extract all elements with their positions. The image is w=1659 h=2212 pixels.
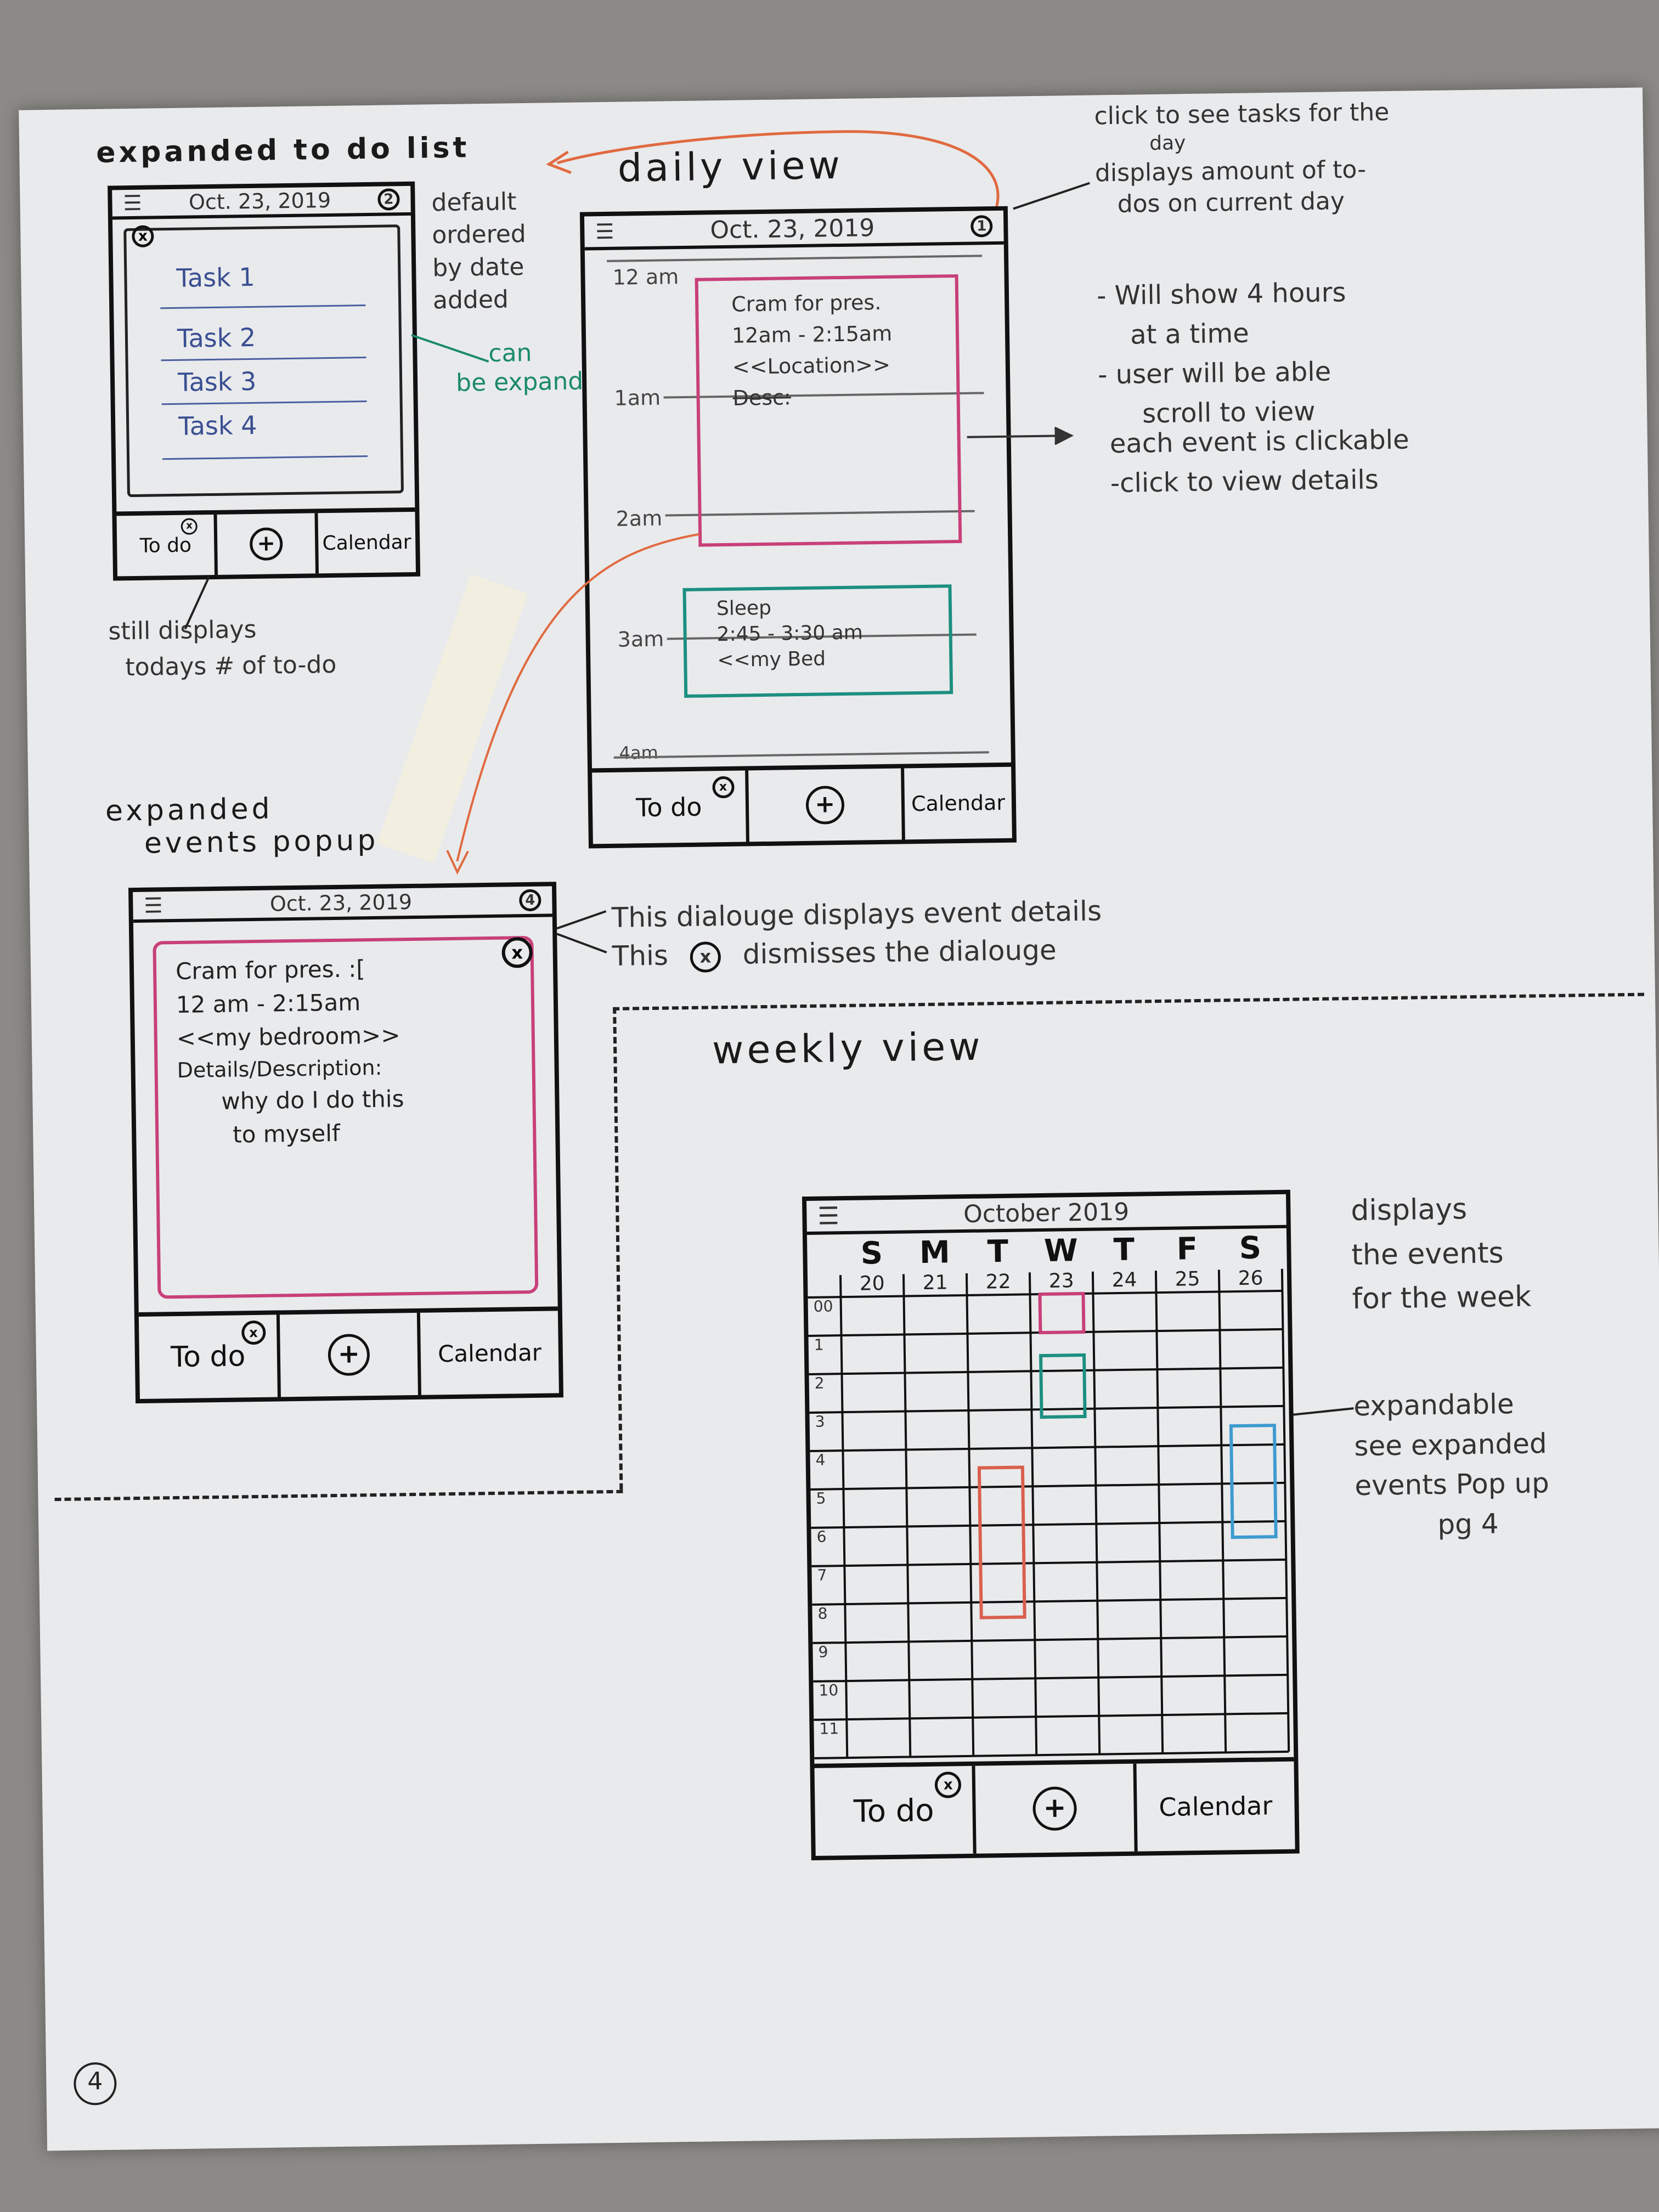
calendar-tab[interactable]: Calendar xyxy=(437,1339,542,1367)
grid-row-line xyxy=(813,1673,1288,1683)
hour-label: 5 xyxy=(816,1489,826,1508)
section-separator xyxy=(613,992,1645,1011)
hour-label: 10 xyxy=(819,1681,838,1699)
hour-label: 9 xyxy=(818,1643,828,1661)
note-line: pg 4 xyxy=(1437,1507,1499,1541)
note-line: events Pop up xyxy=(1355,1467,1550,1502)
add-button[interactable]: + xyxy=(279,1312,422,1397)
todo-tab-label: To do xyxy=(853,1792,934,1830)
note-line: the events xyxy=(1351,1236,1504,1272)
weekly-section-title: weekly view xyxy=(712,1024,984,1073)
plus-icon: + xyxy=(328,1334,370,1376)
grid-row-line xyxy=(810,1443,1285,1452)
note-line: displays xyxy=(1351,1193,1468,1228)
hour-label: 11 xyxy=(819,1719,839,1737)
page-number: 4 xyxy=(73,2062,117,2106)
grid-col-line xyxy=(1217,1269,1227,1753)
title-line: events popup xyxy=(144,823,379,860)
close-icon: x xyxy=(690,941,721,973)
note-text: dismisses the dialouge xyxy=(742,934,1057,970)
day-letter: S xyxy=(860,1235,883,1272)
grid-row-line xyxy=(812,1596,1287,1606)
todo-tab-label: To do xyxy=(170,1340,246,1374)
title-line: expanded xyxy=(105,792,274,828)
day-letter: T xyxy=(987,1234,1008,1270)
event-details-dialog: x Cram for pres. :[ 12 am - 2:15am <<my … xyxy=(153,935,539,1299)
day-date: 21 xyxy=(922,1271,947,1294)
dialog-details-text: to myself xyxy=(232,1119,341,1148)
grid-col-line xyxy=(1028,1272,1038,1756)
popup-phone-footer: To do x + Calendar xyxy=(138,1306,559,1399)
week-event-cram[interactable] xyxy=(1038,1291,1086,1335)
menu-icon[interactable]: ☰ xyxy=(817,1201,840,1231)
add-button[interactable]: + xyxy=(975,1763,1138,1854)
day-date: 25 xyxy=(1175,1268,1200,1291)
grid-row-line xyxy=(814,1712,1289,1721)
sketch-paper: expanded to do list ☰ Oct. 23, 2019 2 x … xyxy=(19,87,1659,2151)
grid-col-line xyxy=(902,1274,912,1757)
grid-col-line xyxy=(839,1275,849,1758)
dialog-event-location: <<my bedroom>> xyxy=(176,1022,400,1052)
day-date: 23 xyxy=(1048,1269,1074,1293)
day-date: 24 xyxy=(1111,1269,1137,1292)
popup-section-title: expanded events popup xyxy=(105,791,379,861)
todo-tab[interactable]: To do x xyxy=(814,1765,977,1856)
hour-label: 6 xyxy=(816,1528,826,1546)
note-line: for the week xyxy=(1352,1280,1532,1316)
grid-row-line xyxy=(814,1750,1289,1759)
weekly-display-note: displays the events for the week xyxy=(1351,1187,1532,1322)
hour-label: 4 xyxy=(815,1451,825,1469)
dialog-event-time: 12 am - 2:15am xyxy=(176,989,361,1018)
week-event-sleep[interactable] xyxy=(1039,1353,1087,1419)
plus-icon: + xyxy=(1032,1786,1077,1831)
grid-col-line xyxy=(1091,1271,1101,1754)
hour-label: 00 xyxy=(814,1297,833,1315)
day-letter: F xyxy=(1176,1231,1198,1267)
calendar-tab[interactable]: Calendar xyxy=(1159,1791,1273,1822)
section-separator xyxy=(54,1489,623,1502)
sketch-arrows xyxy=(184,130,1090,875)
grid-row-line xyxy=(810,1481,1285,1491)
day-date: 22 xyxy=(985,1271,1011,1294)
todo-badge-icon: x xyxy=(241,1320,266,1345)
grid-row-line xyxy=(809,1404,1284,1414)
day-letter: T xyxy=(1113,1232,1135,1268)
grid-col-line xyxy=(1280,1268,1290,1752)
hour-label: 1 xyxy=(814,1336,824,1354)
weekly-arrow xyxy=(1293,1407,1354,1416)
day-letter: M xyxy=(919,1234,951,1271)
day-letter: S xyxy=(1239,1230,1261,1266)
grid-row-line xyxy=(809,1366,1284,1375)
hour-label: 7 xyxy=(817,1566,827,1584)
dialog-details-text: why do I do this xyxy=(221,1085,404,1115)
weekly-header-month: October 2019 xyxy=(963,1198,1130,1228)
todo-badge-icon: x xyxy=(934,1771,962,1798)
popup-dismiss-note: This x dismisses the dialouge xyxy=(612,930,1057,977)
popup-arrows xyxy=(556,910,607,953)
hour-label: 8 xyxy=(817,1605,827,1623)
weekly-expand-note: expandable see expanded events Pop up pg… xyxy=(1353,1384,1550,1545)
grid-row-line xyxy=(812,1635,1288,1644)
todo-tab[interactable]: To do x xyxy=(138,1314,281,1399)
week-event-blue[interactable] xyxy=(1229,1424,1278,1539)
note-line: expandable xyxy=(1353,1388,1515,1423)
hour-label: 3 xyxy=(815,1413,825,1431)
weekly-phone-footer: To do x + Calendar xyxy=(814,1757,1295,1856)
week-event-red[interactable] xyxy=(977,1465,1026,1620)
day-date: 20 xyxy=(860,1272,885,1295)
day-date: 26 xyxy=(1238,1267,1263,1290)
dialog-details-label: Details/Description: xyxy=(177,1055,382,1082)
hour-label: 2 xyxy=(814,1374,824,1392)
grid-col-line xyxy=(965,1273,975,1756)
day-letter: W xyxy=(1044,1233,1079,1269)
section-separator xyxy=(613,1007,623,1490)
grid-row-line xyxy=(811,1520,1286,1529)
grid-col-line xyxy=(1154,1271,1164,1754)
note-line: see expanded xyxy=(1354,1427,1548,1462)
grid-row-line xyxy=(811,1558,1286,1567)
